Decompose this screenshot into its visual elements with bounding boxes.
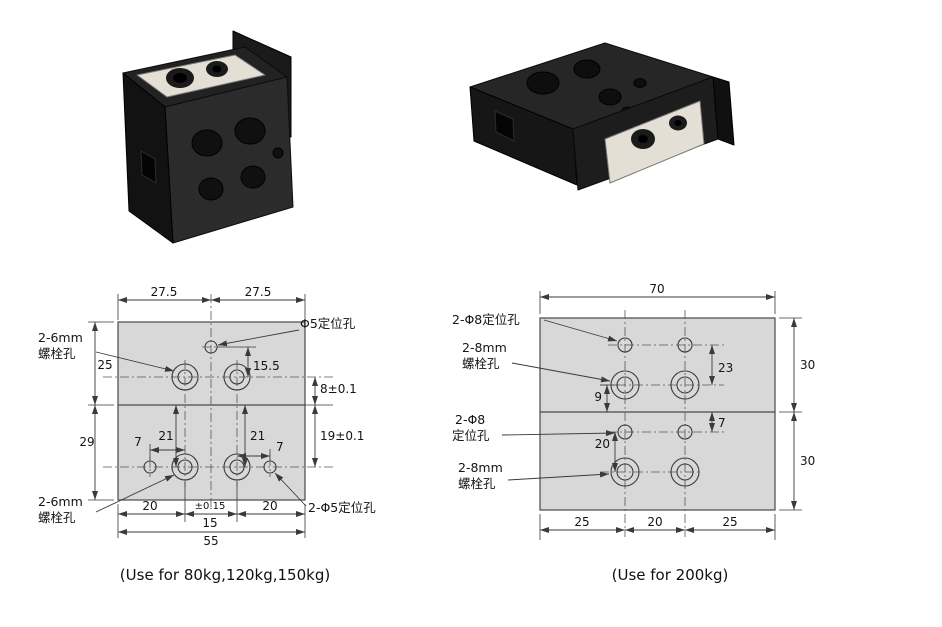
label-pos-hole-mid-line2: 定位孔 <box>452 428 490 443</box>
dim-20-vertical: 20 <box>595 437 610 451</box>
positioning-holes <box>617 337 693 440</box>
top-hole <box>573 59 601 79</box>
clamp-hole-large-socket <box>173 73 187 83</box>
dim-tol-015: ±0.15 <box>195 501 226 512</box>
centerlines <box>103 294 333 510</box>
product-photo-left <box>122 30 294 244</box>
dim-70: 70 <box>649 282 664 296</box>
label-bolt-hole-top-line2: 螺栓孔 <box>462 356 500 371</box>
dim-7: 7 <box>718 416 726 430</box>
part-outline <box>117 321 306 501</box>
side-slot <box>494 110 515 142</box>
product-photo-right <box>469 42 735 191</box>
dim-right-heights: 30 30 <box>779 317 815 511</box>
clamp-hole-small-socket <box>674 120 682 126</box>
dim-8-tol: 8±0.1 <box>320 382 357 396</box>
positioning-hole <box>617 424 633 440</box>
dim-bottom-chain: 25 20 25 <box>539 514 776 540</box>
front-hole-small <box>272 147 284 159</box>
caption-right: (Use for 200kg) <box>611 566 729 584</box>
front-face <box>164 76 294 244</box>
bolt-hole <box>670 370 700 400</box>
dim-30-top: 30 <box>800 358 815 372</box>
dim-29: 29 <box>79 435 94 449</box>
dim-25: 25 <box>97 358 112 372</box>
bolt-hole <box>171 453 199 481</box>
part-outline <box>539 317 776 511</box>
dim-20-right: 20 <box>262 499 277 513</box>
dim-top-widths: 27.5 27.5 <box>117 285 306 320</box>
label-bolt-hole-top-line1: 2-8mm <box>462 340 507 355</box>
top-clamp-plate <box>136 54 266 98</box>
block-left <box>122 30 294 244</box>
bolt-hole <box>670 457 700 487</box>
dim-30-bottom: 30 <box>800 454 815 468</box>
dim-15-5: 15.5 <box>217 346 280 377</box>
dim-21-right: 21 <box>250 429 265 443</box>
top-hole <box>526 71 560 95</box>
top-hole-small <box>633 78 647 88</box>
dim-23: 23 <box>709 345 733 385</box>
annotation-labels: 2-6mm 螺栓孔 Φ5定位孔 2-6mm 螺栓孔 2-Φ5定位孔 <box>38 316 376 525</box>
bolt-hole <box>610 457 640 487</box>
part-body <box>539 317 776 511</box>
engineering-drawing-left: 27.5 27.5 25 29 15.5 8±0.1 19±0.1 <box>38 285 376 548</box>
dim-20-vertical: 20 <box>595 432 618 472</box>
dim-8-and-19: 8±0.1 19±0.1 <box>305 377 364 467</box>
bolt-hole <box>223 363 251 391</box>
label-pos-hole-top: 2-Φ8定位孔 <box>452 312 520 327</box>
part-body <box>117 321 306 501</box>
dim-20-left: 20 <box>142 499 157 513</box>
dim-19-tol: 19±0.1 <box>320 429 364 443</box>
dim-9: 9 <box>594 384 618 412</box>
dim-7-right: 7 <box>276 440 284 454</box>
label-bolt-hole-bottom-line2: 螺栓孔 <box>458 476 496 491</box>
bolt-hole <box>171 363 199 391</box>
annotation-labels: 2-Φ8定位孔 2-8mm 螺栓孔 2-Φ8 定位孔 2-8mm 螺栓孔 <box>452 312 618 491</box>
engineering-drawing-right: 70 30 30 23 9 7 20 <box>452 282 815 540</box>
clamp-hole-small-socket <box>212 65 222 73</box>
dim-25-right: 25 <box>722 515 737 529</box>
dim-7-left: 7 <box>134 435 142 449</box>
dim-21-pair: 21 21 <box>158 405 265 467</box>
positioning-hole <box>677 337 693 353</box>
dim-23: 23 <box>718 361 733 375</box>
label-pos-hole-top: Φ5定位孔 <box>300 316 356 331</box>
dim-20-bottom: 20 <box>647 515 662 529</box>
dim-27-5-right: 27.5 <box>245 285 272 299</box>
dim-bottom-chain: 20 ±0.15 15 20 55 <box>117 482 306 548</box>
dim-15-5: 15.5 <box>253 359 280 373</box>
front-hole <box>240 165 266 189</box>
label-bolt-hole-bottom-line1: 2-6mm <box>38 494 83 509</box>
dim-7: 7 <box>709 412 726 432</box>
label-pos-hole-bottom: 2-Φ5定位孔 <box>308 500 376 515</box>
dim-9: 9 <box>594 390 602 404</box>
label-bolt-hole-bottom-line1: 2-8mm <box>458 460 503 475</box>
dim-21-left: 21 <box>158 429 173 443</box>
dim-left-heights: 25 29 <box>79 321 114 501</box>
dim-27-5-left: 27.5 <box>151 285 178 299</box>
top-hole <box>598 88 622 106</box>
right-flange <box>712 76 735 146</box>
positioning-hole <box>617 337 633 353</box>
dim-55: 55 <box>203 534 218 548</box>
dim-7-pair: 7 7 <box>134 435 284 460</box>
clamp-hole-large-socket <box>638 135 648 143</box>
label-bolt-hole-bottom-line2: 螺栓孔 <box>38 510 76 525</box>
positioning-hole <box>677 424 693 440</box>
caption-left: (Use for 80kg,120kg,150kg) <box>119 566 331 584</box>
side-slot <box>140 150 157 184</box>
dim-15: 15 <box>202 516 217 530</box>
label-bolt-hole-top-line2: 螺栓孔 <box>38 346 76 361</box>
front-hole <box>198 177 224 201</box>
label-bolt-hole-top-line1: 2-6mm <box>38 330 83 345</box>
block-right <box>469 42 735 191</box>
dim-25-left: 25 <box>574 515 589 529</box>
dim-70: 70 <box>539 282 776 314</box>
front-hole <box>191 129 223 157</box>
label-pos-hole-mid-line1: 2-Φ8 <box>455 412 485 427</box>
front-hole <box>234 117 266 145</box>
